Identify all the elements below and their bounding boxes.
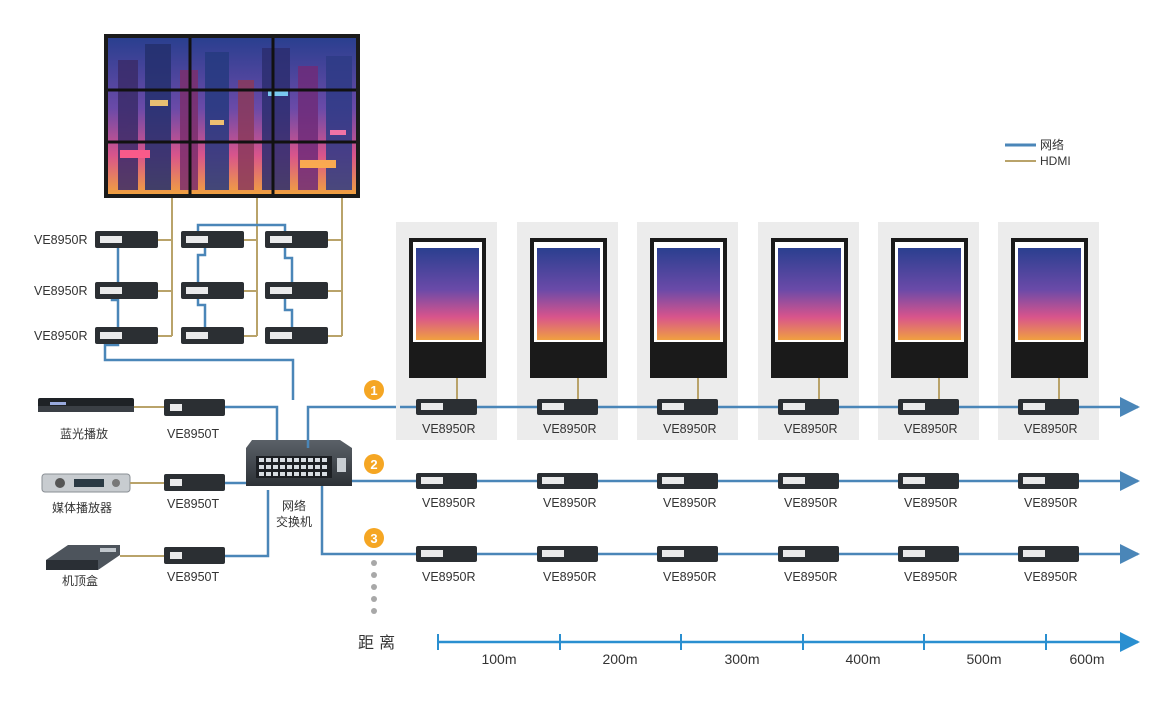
row-badge bbox=[364, 380, 384, 400]
row-badge-number: 1 bbox=[370, 383, 377, 398]
receiver-label: VE8950R bbox=[784, 570, 838, 584]
transmitter-label: VE8950T bbox=[167, 497, 219, 511]
extender-receiver bbox=[181, 327, 244, 344]
legend: 网络 HDMI bbox=[1005, 137, 1071, 168]
row-2-receivers: VE8950R VE8950R VE8950R VE8950R VE8950R … bbox=[416, 473, 1079, 510]
display-panels bbox=[396, 222, 1099, 440]
row-1-receivers: VE8950R VE8950R VE8950R VE8950R VE8950R … bbox=[416, 399, 1079, 436]
wall-receiver-label: VE8950R bbox=[34, 284, 88, 298]
video-wall bbox=[104, 34, 360, 198]
extender-receiver bbox=[265, 231, 328, 248]
bluray-player-icon bbox=[38, 398, 134, 412]
legend-network-label: 网络 bbox=[1040, 137, 1064, 152]
extender-receiver bbox=[95, 327, 158, 344]
receiver-label: VE8950R bbox=[904, 496, 958, 510]
row-badge-number: 2 bbox=[370, 457, 377, 472]
source-name: 媒体播放器 bbox=[52, 500, 112, 515]
sources: 蓝光播放 VE8950T 媒体播放器 VE8950T 机顶盒 VE8950T bbox=[38, 398, 225, 588]
display-panel bbox=[517, 222, 618, 440]
receiver-label: VE8950R bbox=[1024, 570, 1078, 584]
media-player-icon bbox=[41, 473, 131, 493]
continuation-dots bbox=[371, 560, 377, 614]
display-panel bbox=[396, 222, 497, 440]
wall-receiver-row-3: VE8950R bbox=[34, 327, 328, 344]
distance-tick-label: 100m bbox=[481, 651, 516, 667]
wall-receiver-row-1: VE8950R bbox=[34, 231, 328, 248]
distance-label: 距 离 bbox=[358, 633, 395, 652]
receiver-label: VE8950R bbox=[784, 422, 838, 436]
wall-receiver-label: VE8950R bbox=[34, 233, 88, 247]
transmitter-label: VE8950T bbox=[167, 570, 219, 584]
network-switch: 网络 交换机 bbox=[246, 440, 352, 529]
extender-receiver bbox=[95, 231, 158, 248]
row-badge bbox=[364, 454, 384, 474]
extender-transmitter bbox=[164, 547, 225, 564]
receiver-label: VE8950R bbox=[1024, 496, 1078, 510]
distance-tick-label: 500m bbox=[966, 651, 1001, 667]
distance-tick-label: 200m bbox=[602, 651, 637, 667]
switch-label-line2: 交换机 bbox=[276, 514, 312, 529]
receiver-label: VE8950R bbox=[543, 570, 597, 584]
receiver-label: VE8950R bbox=[422, 570, 476, 584]
receiver-label: VE8950R bbox=[422, 422, 476, 436]
distance-tick-label: 600m bbox=[1069, 651, 1104, 667]
distance-tick-label: 300m bbox=[724, 651, 759, 667]
set-top-box-icon bbox=[46, 545, 120, 570]
source-name: 机顶盒 bbox=[62, 573, 98, 588]
city-image-icon bbox=[118, 44, 352, 190]
receiver-label: VE8950R bbox=[663, 570, 717, 584]
receiver-label: VE8950R bbox=[904, 422, 958, 436]
row-badges: 1 2 3 bbox=[364, 380, 384, 548]
receiver-label: VE8950R bbox=[663, 422, 717, 436]
wall-receiver-label: VE8950R bbox=[34, 329, 88, 343]
source-network-lines bbox=[225, 405, 279, 558]
row-badge-number: 3 bbox=[370, 531, 377, 546]
switch-label-line1: 网络 bbox=[282, 498, 306, 513]
extender-receiver bbox=[181, 231, 244, 248]
row-network-lines bbox=[400, 397, 1140, 564]
receiver-label: VE8950R bbox=[543, 422, 597, 436]
legend-hdmi-label: HDMI bbox=[1040, 154, 1071, 168]
extender-receiver bbox=[265, 282, 328, 299]
extender-receiver bbox=[181, 282, 244, 299]
extender-receiver bbox=[95, 282, 158, 299]
receiver-label: VE8950R bbox=[904, 570, 958, 584]
extender-transmitter bbox=[164, 474, 225, 491]
transmitter-label: VE8950T bbox=[167, 427, 219, 441]
display-panel bbox=[758, 222, 859, 440]
extender-transmitter bbox=[164, 399, 225, 416]
extender-receiver bbox=[265, 327, 328, 344]
distance-tick-label: 400m bbox=[845, 651, 880, 667]
receiver-label: VE8950R bbox=[543, 496, 597, 510]
row-badge bbox=[364, 528, 384, 548]
receiver-port-icons bbox=[421, 403, 1045, 557]
wall-hdmi-lines bbox=[158, 198, 343, 337]
row-3-receivers: VE8950R VE8950R VE8950R VE8950R VE8950R … bbox=[416, 546, 1079, 584]
receiver-label: VE8950R bbox=[422, 496, 476, 510]
source-name: 蓝光播放 bbox=[60, 426, 108, 441]
receiver-label: VE8950R bbox=[784, 496, 838, 510]
wall-receiver-row-2: VE8950R bbox=[34, 282, 328, 299]
distance-axis: 距 离 100m 200m 300m 400m 500m 600m bbox=[358, 632, 1140, 667]
display-panel bbox=[998, 222, 1099, 440]
receiver-label: VE8950R bbox=[1024, 422, 1078, 436]
wall-network-lines bbox=[103, 223, 295, 400]
switch-network-lines bbox=[306, 405, 400, 556]
receiver-label: VE8950R bbox=[663, 496, 717, 510]
wall-receiver-grid: VE8950R VE8950R VE8950R bbox=[34, 231, 328, 344]
